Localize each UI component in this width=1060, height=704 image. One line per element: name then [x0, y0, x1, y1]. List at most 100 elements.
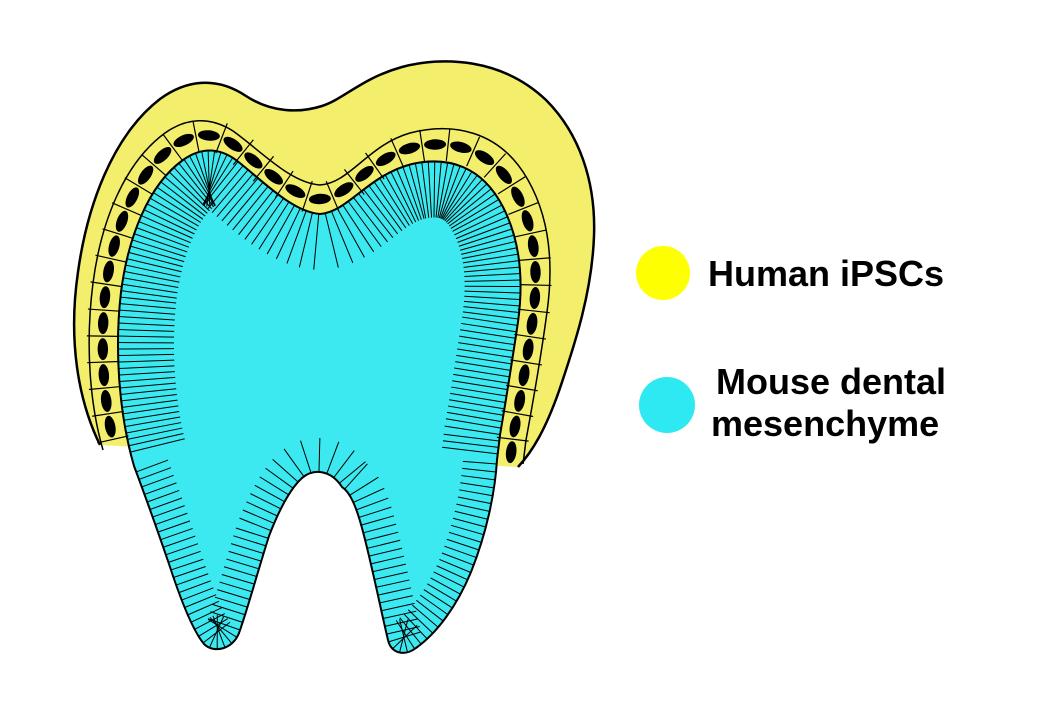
striation-line: [349, 476, 379, 496]
striation-line: [118, 353, 175, 357]
epithelium-cell-border: [517, 308, 550, 314]
epithelium-cell-border: [124, 177, 153, 195]
striation-line: [445, 183, 488, 223]
epithelium-cell-border: [274, 170, 294, 199]
striation-line: [226, 182, 264, 226]
striation-line: [450, 198, 500, 229]
striation-line: [128, 432, 184, 447]
striation-line: [458, 342, 514, 352]
striation-line: [170, 558, 204, 571]
epithelium-outer-contour: [88, 119, 551, 465]
epithelium-cell-border: [365, 152, 385, 180]
striation-line: [134, 233, 188, 253]
mesenchyme-striations-crown: [117, 150, 521, 455]
epithelium-nucleus: [108, 235, 120, 257]
epithelium-cell-border: [92, 410, 124, 417]
striation-line: [217, 589, 250, 600]
striation-line: [441, 168, 467, 219]
striation-line: [212, 615, 226, 648]
striation-line: [455, 361, 511, 371]
striation-line: [122, 283, 178, 294]
striation-line: [147, 489, 180, 503]
epithelium-nucleus: [115, 210, 129, 232]
epithelium-nucleus: [173, 133, 194, 148]
striation-line: [462, 253, 519, 264]
epithelium-nucleus: [526, 312, 538, 335]
striation-line: [214, 596, 248, 608]
striation-line: [368, 547, 403, 557]
striation-line: [286, 210, 307, 264]
epithelium-cell-border: [192, 120, 200, 153]
striation-line: [216, 173, 254, 218]
striation-line: [144, 482, 177, 495]
epithelium-cell-border: [215, 123, 228, 154]
epithelium-cell-border: [252, 155, 274, 182]
striation-line: [160, 181, 206, 217]
epithelium-cell-border: [419, 129, 426, 162]
epithelium-nucleus: [244, 152, 263, 169]
striation-line: [258, 201, 290, 250]
epithelium-cell-border: [506, 384, 538, 392]
epithelium-cell-border: [514, 333, 547, 340]
epithelium-nucleus: [495, 165, 512, 184]
epithelium-cell-border: [111, 202, 142, 217]
striation-line: [221, 177, 259, 222]
legend-label-mesenchyme-line1: Mouse dental: [716, 361, 946, 402]
striation-line: [118, 335, 175, 338]
epithelium-cell-border: [87, 360, 120, 364]
striation-line: [244, 194, 279, 240]
striation-line: [462, 247, 518, 260]
striation-line: [146, 203, 197, 231]
striation-line: [194, 613, 226, 630]
epithelium-nucleus: [521, 210, 534, 232]
striation-line: [407, 609, 434, 634]
striation-line: [433, 161, 436, 218]
striation-line: [463, 306, 520, 313]
striation-line: [272, 459, 299, 483]
striation-line: [181, 587, 214, 601]
epithelium-cell-border: [496, 436, 529, 442]
striation-line: [119, 309, 176, 315]
striation-line: [441, 552, 474, 566]
epithelium-nuclei: [97, 130, 541, 464]
epithelium-cell-border: [301, 180, 313, 212]
epithelium-cell-border: [141, 153, 167, 176]
striation-line: [118, 365, 175, 370]
striation-line: [464, 279, 521, 282]
striation-line: [198, 618, 228, 637]
striation-line: [194, 153, 216, 207]
striation-line: [275, 208, 301, 260]
striation-line: [365, 531, 399, 542]
striation-line: [384, 174, 414, 224]
striation-line: [138, 221, 191, 244]
striation-line: [442, 440, 499, 448]
epithelium-nucleus: [505, 441, 517, 464]
striation-line: [462, 316, 518, 326]
striation-line: [427, 583, 457, 602]
legend-label-ipsc: Human iPSCs: [708, 253, 944, 294]
striation-line: [450, 524, 484, 536]
striation-line: [444, 425, 501, 436]
epithelium-nucleus: [375, 151, 396, 167]
striation-line: [121, 290, 177, 299]
striation-line: [386, 625, 420, 635]
epithelium-nucleus: [355, 165, 374, 182]
epithelium-cell-border: [162, 133, 183, 161]
striation-line: [265, 467, 294, 489]
striation-line: [156, 186, 204, 220]
striation-line: [437, 162, 449, 218]
striation-line: [447, 188, 492, 225]
striation-line: [462, 467, 497, 473]
epithelium-nucleus: [334, 182, 354, 198]
striation-line: [436, 565, 468, 581]
epithelium-cell-border: [325, 180, 340, 211]
striation-line: [363, 523, 397, 534]
striation-line: [452, 204, 503, 232]
striation-line: [165, 543, 199, 556]
striation-line: [448, 193, 496, 227]
striation-line: [239, 517, 272, 532]
striation-line: [382, 610, 417, 620]
striation-line: [259, 476, 289, 496]
striation-line: [461, 475, 496, 481]
epithelium-nucleus: [522, 338, 534, 361]
